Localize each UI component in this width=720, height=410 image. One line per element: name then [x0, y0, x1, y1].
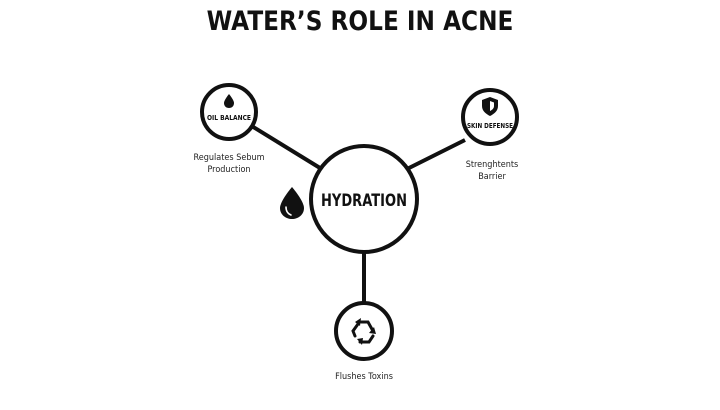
oil-balance-node — [200, 83, 258, 141]
skin-defense-caption-line2: Barrier — [478, 172, 506, 182]
center-node-label: HYDRATION — [321, 191, 407, 211]
oil-balance-caption-line1: Regulates Sebum — [193, 153, 265, 163]
shield-icon — [482, 97, 498, 116]
skin-defense-node — [461, 88, 519, 146]
recycle-icon — [351, 318, 376, 345]
detox-node — [334, 301, 394, 361]
skin-defense-caption: Strenghtents Barrier — [452, 159, 533, 183]
diagram-title: WATER’S ROLE IN ACNE — [206, 6, 514, 37]
oil-balance-label: OIL BALANCE — [207, 114, 251, 122]
connector-skin-defense — [404, 138, 466, 172]
detox-caption: Flushes Toxins — [319, 371, 409, 383]
oil-balance-caption-line2: Production — [207, 165, 251, 175]
detox-caption-line1: Flushes Toxins — [335, 372, 393, 382]
skin-defense-caption-line1: Strenghtents — [465, 160, 519, 170]
oil-drop-icon — [224, 94, 234, 108]
connector-oil-balance — [248, 123, 322, 170]
oil-balance-caption: Regulates Sebum Production — [184, 152, 274, 176]
center-node — [309, 144, 419, 254]
skin-defense-label: SKIN DEFENSE — [467, 122, 513, 130]
water-drop-icon — [280, 187, 304, 219]
